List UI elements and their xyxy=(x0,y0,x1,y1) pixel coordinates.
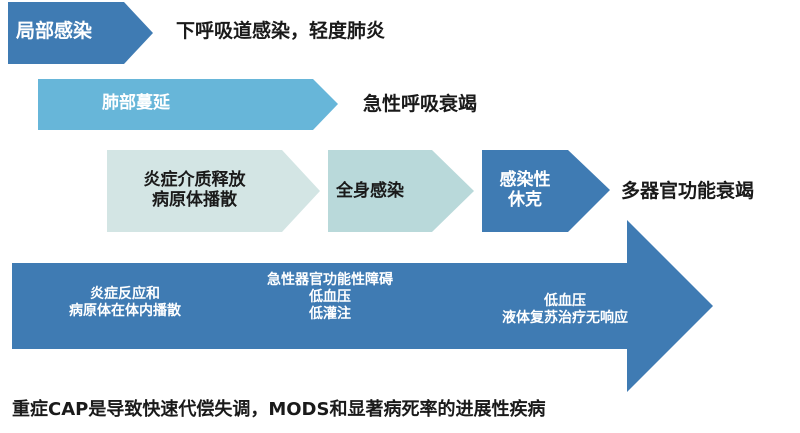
stage3-step1-label: 炎症介质释放 病原体播散 xyxy=(107,170,282,211)
big-progression-arrow xyxy=(12,220,713,392)
big-arrow-section1: 炎症反应和 病原体在体内播散 xyxy=(40,286,210,320)
big-arrow-section2-line1: 急性器官功能性障碍 xyxy=(267,272,393,288)
stage3-step1-line2: 病原体播散 xyxy=(152,190,237,211)
stage3-outcome: 多器官功能衰竭 xyxy=(621,180,755,202)
stage3-step3-line1: 感染性 xyxy=(499,170,551,190)
big-arrow-section3-line1: 低血压 xyxy=(544,293,586,309)
stage1-label: 局部感染 xyxy=(16,20,93,42)
stage3-step1-chevron xyxy=(107,150,320,232)
big-arrow-section2-line3: 低灌注 xyxy=(309,305,351,322)
stage3-step3-label: 感染性 休克 xyxy=(482,170,568,211)
stage1-chevron xyxy=(8,2,153,64)
stage3-step1-line1: 炎症介质释放 xyxy=(143,170,246,190)
big-arrow-section2-line2: 低血压 xyxy=(309,288,351,305)
footer-summary: 重症CAP是导致快速代偿失调，MODS和显著病死率的进展性疾病 xyxy=(12,399,546,420)
big-arrow-section3-line2: 液体复苏治疗无响应 xyxy=(502,309,628,326)
stage3-step2-label: 全身感染 xyxy=(336,181,404,201)
stage2-chevron xyxy=(38,79,338,130)
big-arrow-section3: 低血压 液体复苏治疗无响应 xyxy=(480,293,650,327)
stage2-label: 肺部蔓延 xyxy=(102,93,170,113)
big-arrow-section2: 急性器官功能性障碍 低血压 低灌注 xyxy=(240,272,420,322)
big-arrow-section1-line1: 炎症反应和 xyxy=(90,286,160,302)
big-arrow-section1-line2: 病原体在体内播散 xyxy=(69,302,181,319)
stage2-outcome: 急性呼吸衰竭 xyxy=(363,93,478,115)
stage1-outcome: 下呼吸道感染，轻度肺炎 xyxy=(176,20,386,42)
stage3-step3-chevron xyxy=(482,150,610,232)
stage3-step3-line2: 休克 xyxy=(508,190,542,211)
stage3-step2-chevron xyxy=(328,150,474,232)
